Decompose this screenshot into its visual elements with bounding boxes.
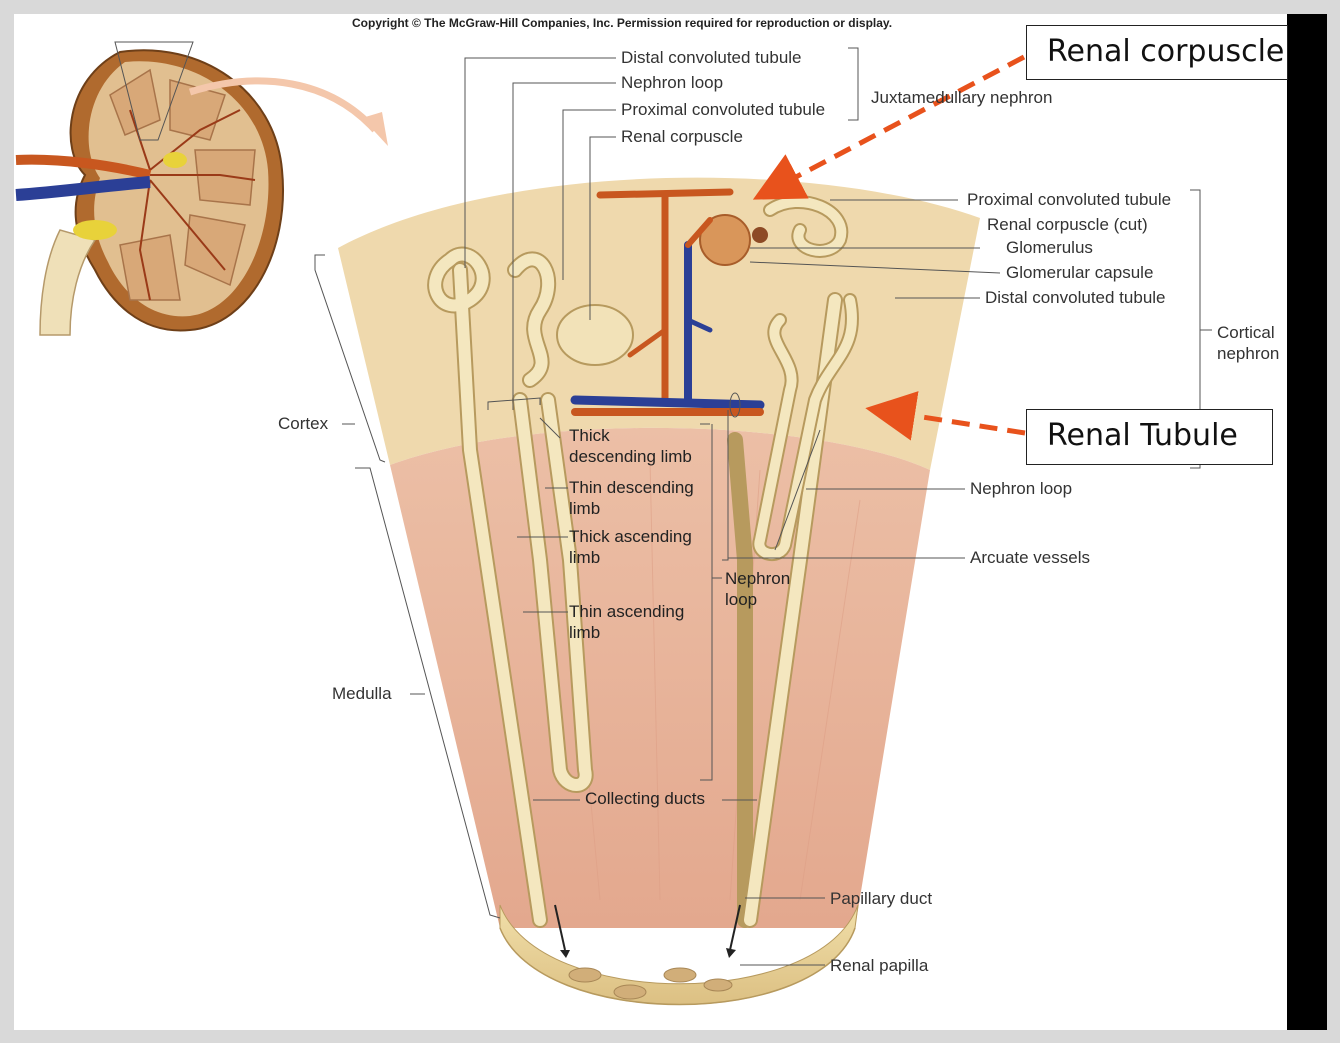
label-arcuate-vessels: Arcuate vessels	[970, 548, 1090, 567]
label-glomerular-capsule: Glomerular capsule	[1006, 263, 1154, 282]
blood-vessels	[570, 188, 765, 418]
inset-pointer-arrow	[188, 77, 378, 133]
tubule-callout-arrow	[865, 391, 1026, 441]
side-bar	[1287, 14, 1327, 1030]
renal-tubule-callout: Renal Tubule	[1026, 409, 1273, 465]
label-top-distal: Distal convoluted tubule	[621, 48, 802, 67]
label-thick-descending-line1: Thick	[569, 426, 610, 445]
corpuscle-callout-arrow	[752, 54, 1026, 200]
label-renal-papilla: Renal papilla	[830, 956, 929, 975]
label-top-renal-corpuscle: Renal corpuscle	[621, 127, 743, 146]
glomerulus	[699, 214, 751, 266]
label-cortical-nephron-line1: Cortical	[1217, 323, 1275, 342]
label-juxtamedullary-nephron: Juxtamedullary nephron	[871, 88, 1053, 107]
renal-corpuscle-callout: Renal corpuscle	[1026, 25, 1288, 80]
leader-lines	[314, 47, 1212, 966]
label-right-distal: Distal convoluted tubule	[985, 288, 1166, 307]
label-thin-descending-line1: Thin descending	[569, 478, 694, 497]
kidney-inset	[15, 41, 284, 336]
label-nephron-loop-mid-line1: Nephron	[725, 569, 791, 588]
label-renal-corpuscle-cut: Renal corpuscle (cut)	[987, 215, 1148, 234]
label-top-proximal: Proximal convoluted tubule	[621, 100, 826, 119]
label-thick-ascending-line1: Thick ascending	[569, 527, 692, 546]
label-right-nephron-loop: Nephron loop	[970, 479, 1073, 498]
label-papillary-duct: Papillary duct	[830, 889, 933, 908]
label-top-nephron-loop: Nephron loop	[621, 73, 724, 92]
label-thin-descending-line2: limb	[569, 499, 601, 518]
label-medulla: Medulla	[332, 684, 392, 703]
label-collecting-ducts: Collecting ducts	[585, 789, 706, 808]
juxtamedullary-corpuscle	[556, 304, 634, 366]
label-right-proximal: Proximal convoluted tubule	[967, 190, 1172, 209]
flow-arrow-right	[729, 904, 741, 951]
label-glomerulus: Glomerulus	[1006, 238, 1093, 257]
label-thin-ascending-line2: limb	[569, 623, 601, 642]
label-nephron-loop-mid-line2: loop	[725, 590, 758, 609]
flow-arrow-left	[554, 904, 566, 951]
label-thick-descending-line2: descending limb	[569, 447, 692, 466]
label-cortical-nephron-line2: nephron	[1217, 344, 1280, 363]
label-cortex: Cortex	[278, 414, 329, 433]
copyright-notice: Copyright © The McGraw-Hill Companies, I…	[352, 16, 893, 30]
label-thick-ascending-line2: limb	[569, 548, 601, 567]
label-thin-ascending-line1: Thin ascending	[569, 602, 685, 621]
